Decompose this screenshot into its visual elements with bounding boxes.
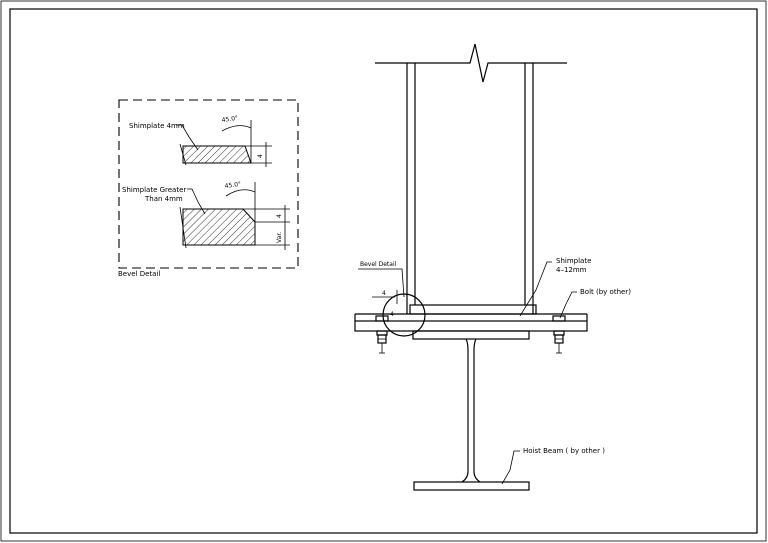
shimplate-label-line2: 4–12mm — [556, 266, 587, 274]
inner-border — [9, 8, 758, 534]
shim-gt-leader — [187, 188, 206, 215]
dim-var: Var. — [276, 232, 283, 243]
shimplate-label-line1: Shimplate — [556, 257, 591, 265]
hoist-beam-leader — [501, 450, 520, 485]
beam-bottom-flange — [413, 481, 530, 491]
bevel-detail-frame — [118, 99, 299, 269]
beam-web-left — [461, 338, 469, 483]
bolt-right — [552, 315, 566, 354]
break-line — [375, 43, 567, 83]
shim-plate — [409, 304, 537, 315]
shim-4mm-leader — [176, 124, 199, 151]
base-plate — [354, 320, 588, 332]
shim-4mm-label: Shimplate 4mm — [129, 122, 185, 130]
hoist-beam-label: Hoist Beam ( by other ) — [523, 447, 605, 455]
shimplate-leader — [519, 261, 552, 317]
angle-arc-2 — [225, 189, 256, 197]
shim-gt-label-line1: Shimplate Greater — [122, 186, 186, 194]
column-section: Bevel Detail 4 4 Shimplate 4–12mm Bolt (… — [354, 43, 631, 491]
shim-4mm-plate — [182, 145, 252, 164]
bevel-callout-leader — [358, 268, 405, 298]
dim-4-bottom: 4 — [276, 214, 283, 218]
beam-web-right — [473, 338, 481, 483]
bevel-detail-panel: Shimplate 4mm 4 45.0° Shimplate Greater … — [118, 99, 299, 278]
angle-1: 45.0° — [221, 115, 238, 124]
bevel-detail-callout: Bevel Detail — [360, 261, 397, 268]
bolt-label: Bolt (by other) — [580, 288, 631, 296]
angle-2: 45.0° — [224, 181, 241, 190]
shim-gt-label-line2: Than 4mm — [144, 195, 183, 203]
beam-top-flange — [412, 330, 530, 340]
shim-gt-break — [179, 206, 187, 249]
dim-small-4b: 4 — [390, 311, 394, 318]
bolt-left — [375, 315, 389, 354]
shim-4mm-break — [179, 143, 187, 166]
dim-small-4: 4 — [382, 290, 386, 297]
bolt-leader — [559, 291, 577, 319]
dim-4-top: 4 — [257, 154, 264, 158]
bevel-detail-title: Bevel Detail — [118, 270, 160, 278]
shim-gt-plate — [182, 208, 256, 246]
angle-arc-1 — [221, 125, 252, 132]
